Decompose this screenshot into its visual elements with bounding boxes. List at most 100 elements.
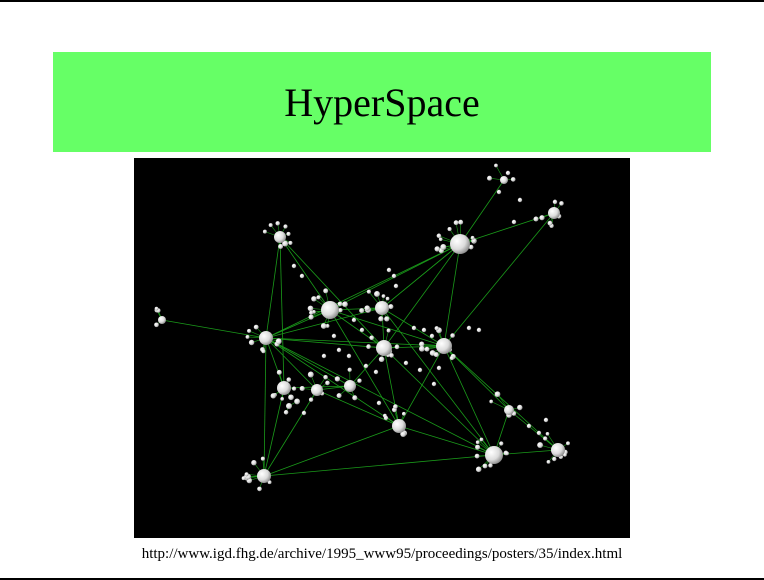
satellite-node [325,380,330,386]
loose-node [359,327,365,333]
loose-node [301,410,307,416]
graph-edge [263,337,267,477]
loose-node [383,415,389,421]
satellite-node [342,301,348,308]
loose-node [517,197,523,203]
satellite-node [262,229,267,234]
satellite-node [488,463,493,468]
loose-node [386,267,392,273]
satellite-node [385,296,390,301]
graph-edge [161,319,267,339]
satellite-node [453,220,459,226]
graph-edge [265,337,318,391]
satellite-node [468,244,474,250]
satellite-node [384,316,390,322]
satellite-node [260,456,265,461]
satellite-node [450,333,455,338]
graph-edge [263,425,400,477]
loose-node [421,327,427,333]
hub-node [485,446,503,464]
satellite-node [489,399,494,404]
loose-node [351,317,357,323]
graph-edge [265,236,281,339]
satellite-node [433,352,439,358]
satellite-node [401,411,406,416]
graph-edge [381,243,461,309]
satellite-node [286,231,291,236]
satellite-node [474,453,480,459]
loose-node [429,333,435,339]
bottom-rule [0,578,764,580]
graph-edges [156,165,569,489]
satellite-node [247,328,252,333]
satellite-node [543,436,548,441]
satellite-node [308,314,314,320]
loose-node [346,353,352,359]
satellite-node [280,397,285,401]
satellite-node [309,310,314,315]
satellite-node [308,397,314,402]
satellite-node [154,322,159,328]
satellite-node [270,393,276,399]
satellite-node [334,376,341,382]
satellite-node [282,240,289,247]
satellite-node [537,442,544,449]
satellite-node [278,244,284,249]
hub-node [376,340,392,356]
satellite-node [475,440,480,445]
satellite-node [381,294,386,298]
satellite-node [283,224,288,229]
loose-node [526,423,532,429]
loose-node [496,189,502,195]
hub-node [436,338,452,354]
satellite-node [336,393,342,399]
satellite-node [366,344,371,350]
satellite-node [386,328,391,333]
satellite-node [539,215,545,221]
satellite-node [294,398,301,405]
satellite-node [510,177,516,182]
loose-node [505,170,511,176]
graph-edge [383,345,445,349]
satellite-node [447,227,452,232]
satellite-node [436,233,442,239]
graph-edge [265,337,400,427]
satellite-node [275,221,280,226]
satellite-node [364,305,370,311]
satellite-node [323,288,329,294]
satellite-node [499,441,504,446]
graph-edge [265,337,495,456]
loose-node [403,360,409,366]
satellite-node [276,369,282,375]
graph-edge [329,309,445,347]
satellite-node [316,295,321,300]
satellite-node [419,341,425,347]
loose-node [417,367,423,373]
graph-edge [279,236,385,349]
graph-edge [329,309,400,427]
loose-node [331,333,337,339]
satellite-node [288,240,293,245]
graph-edge [398,345,445,427]
hub-node [321,301,339,319]
hub-node [259,331,273,345]
satellite-node [338,307,343,313]
graph-edge [329,309,385,349]
satellite-node [261,349,266,354]
loose-node [336,347,342,353]
satellite-node [546,460,551,464]
satellite-node [245,334,250,339]
hub-node [500,176,508,184]
satellite-node [479,437,484,442]
graph-edge [493,449,559,456]
satellite-node [275,338,282,345]
satellite-node [241,476,246,481]
loose-node [411,325,417,331]
satellite-node [394,344,400,350]
graph-canvas [154,163,570,492]
satellite-node [299,385,305,392]
satellite-node [320,323,327,329]
satellite-node [366,289,371,294]
satellite-node [547,220,553,226]
loose-node [391,273,397,279]
